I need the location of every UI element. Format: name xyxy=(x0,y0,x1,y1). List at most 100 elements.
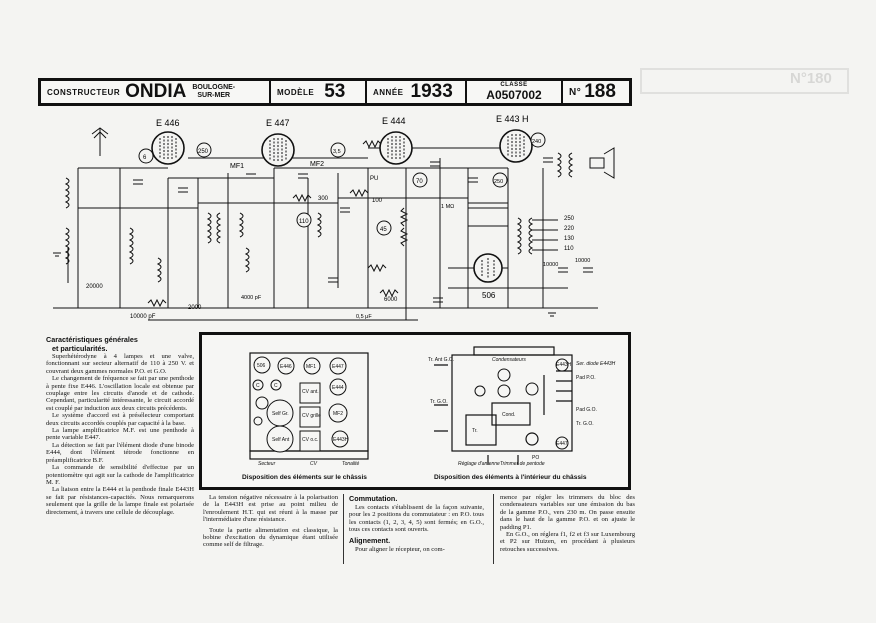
modele-label: MODÈLE xyxy=(277,87,315,97)
characteristics-paragraph: La lampe amplificatrice M.F. est une pen… xyxy=(46,427,194,442)
part-secteur: Secteur xyxy=(258,461,276,467)
text-column-3: Commutation. Les contacts s'établissent … xyxy=(349,494,484,553)
classe-cell: CLASSE A0507002 xyxy=(467,81,563,103)
node-250b: 250 xyxy=(494,179,503,185)
c10000b-label: 10000 xyxy=(575,258,590,264)
node-6: 6 xyxy=(143,155,147,161)
modele-value: 53 xyxy=(324,81,346,102)
circuit-schematic: E 446 E 447 E 444 E 443 H 6 250 3,5 240 … xyxy=(53,114,615,321)
caption-right: Disposition des éléments à l'intérieur d… xyxy=(434,474,587,481)
part-e446: E446 xyxy=(280,364,292,370)
constructeur-label: CONSTRUCTEUR xyxy=(47,87,121,97)
c05-label: 0,5 μF xyxy=(356,314,372,320)
part-pad-go: Pad G.O. xyxy=(576,407,597,413)
alignement-paragraph: Pour aligner le récepteur, on com- xyxy=(355,545,445,553)
numero-label: N° xyxy=(569,86,582,98)
node-250: 250 xyxy=(198,149,209,155)
mf2-label: MF2 xyxy=(310,161,324,168)
r300-label: 300 xyxy=(318,196,329,202)
part-mf2: MF2 xyxy=(333,411,343,417)
part-mf1: MF1 xyxy=(306,364,316,370)
part-self-gr: Self Gr. xyxy=(272,411,289,417)
part-reglage-antenne: Réglage d'antenne xyxy=(458,461,500,467)
annee-label: ANNÉE xyxy=(373,87,404,97)
classe-value: A0507002 xyxy=(486,88,542,102)
constructeur-cell: CONSTRUCTEUR ONDIA BOULOGNE-SUR-MER xyxy=(41,81,271,103)
characteristics-paragraph: La liaison entre la E444 et la penthode … xyxy=(46,486,194,516)
characteristics-column: Caractéristiques générales et particular… xyxy=(46,335,194,516)
numero-value: 188 xyxy=(584,81,616,102)
part-ser-diode: Ser. diode E443H xyxy=(576,361,616,367)
part-c-2: C xyxy=(274,383,278,389)
part-e443h-right: E443H xyxy=(556,362,572,368)
tube-label-e447: E 447 xyxy=(266,118,290,128)
part-cv-oc: CV o.c. xyxy=(302,437,318,443)
part-condensateurs: Condensateurs xyxy=(492,357,526,363)
tap-110: 110 xyxy=(564,246,574,252)
part-c-1: C xyxy=(256,383,260,389)
part-e447-right: E447 xyxy=(556,441,568,447)
part-pad-po: Pad P.O. xyxy=(576,375,596,381)
part-e444: E444 xyxy=(332,385,344,391)
part-trimmer-pentode: Trimmer de pentode xyxy=(500,461,545,467)
c20000-label: 20000 xyxy=(86,284,103,290)
tap-220: 220 xyxy=(564,226,575,232)
bleed-through: N°180 xyxy=(640,68,876,518)
column-divider xyxy=(493,494,494,564)
r10000-label: 10000 pF xyxy=(130,314,156,320)
r100-label: 100 xyxy=(372,198,383,204)
alimentation-paragraph: Toute la partie alimentation est classiq… xyxy=(203,526,338,549)
tube-label-e446: E 446 xyxy=(156,118,180,128)
node-70: 70 xyxy=(416,179,423,185)
part-po: PO xyxy=(532,455,539,461)
alignement-heading: Alignement. xyxy=(349,535,391,545)
header-band: CONSTRUCTEUR ONDIA BOULOGNE-SUR-MER MODÈ… xyxy=(38,78,632,106)
c10000a-label: 10000 xyxy=(543,262,558,268)
modele-cell: MODÈLE 53 xyxy=(271,81,367,103)
column-divider xyxy=(343,494,344,564)
node-240: 240 xyxy=(532,139,541,145)
caption-left: Disposition des éléments sur le châssis xyxy=(242,474,367,481)
text-column-2: La tension négative nécessaire à la pola… xyxy=(203,494,338,549)
characteristics-paragraph: Superhétérodyne à 4 lampes et une valve,… xyxy=(46,353,194,375)
node-110: 110 xyxy=(299,219,309,225)
pu-label: PU xyxy=(370,176,378,182)
chassis-diagrams: 506 E446 MF1 E447 Self Gr. CV ant. E444 … xyxy=(249,346,616,467)
tube-label-e443h: E 443 H xyxy=(496,114,529,124)
part-tr: Tr. xyxy=(472,428,478,434)
part-e447: E447 xyxy=(332,364,344,370)
part-tr-ant-go: Tr. Ant G.O. xyxy=(428,357,454,363)
part-e443h: E443H xyxy=(333,437,349,443)
characteristics-title-2: et particularités. xyxy=(52,344,108,353)
part-tonalite: Tonalité xyxy=(342,461,360,467)
alignement-continued: mence par régler les trimmers du bloc de… xyxy=(500,494,635,531)
characteristics-paragraph: Le changement de fréquence se fait par u… xyxy=(46,375,194,412)
annee-cell: ANNÉE 1933 xyxy=(367,81,467,103)
chassis-diagrams-box: 506 E446 MF1 E447 Self Gr. CV ant. E444 … xyxy=(199,332,631,490)
part-cv: CV xyxy=(310,461,318,467)
polarisation-paragraph: La tension négative nécessaire à la pola… xyxy=(203,494,338,524)
go-adjustment-paragraph: En G.O., on réglera f1, f2 et f3 sur Lux… xyxy=(500,531,635,553)
mf1-label: MF1 xyxy=(230,163,244,170)
part-tr-go-left: Tr. G.O. xyxy=(430,399,448,405)
rectifier-label: 506 xyxy=(482,291,496,300)
r1m-label: 1 MΩ xyxy=(441,204,454,210)
characteristics-paragraph: Le système d'accord est à présélecteur c… xyxy=(46,412,194,427)
part-self-ant: Self Ant xyxy=(272,437,290,443)
constructeur-name: ONDIA xyxy=(125,81,187,102)
classe-label: CLASSE xyxy=(500,82,528,88)
tube-label-e444: E 444 xyxy=(382,116,406,126)
text-column-4: mence par régler les trimmers du bloc de… xyxy=(500,494,635,553)
part-cv-ant: CV ant. xyxy=(302,389,319,395)
characteristics-paragraph: La commande de sensibilité d'effectue pa… xyxy=(46,464,194,486)
part-cv-grille: CV grille xyxy=(302,413,321,419)
part-tr-go-right: Tr. G.O. xyxy=(576,421,594,427)
tap-130: 130 xyxy=(564,236,575,242)
part-506: 506 xyxy=(257,363,266,369)
node-45: 45 xyxy=(380,227,387,233)
commutation-paragraph: Les contacts s'établissent de la façon s… xyxy=(349,504,484,534)
r4000-label: 4000 pF xyxy=(241,295,262,301)
part-cond: Cond. xyxy=(502,412,515,418)
tap-250: 250 xyxy=(564,216,575,222)
